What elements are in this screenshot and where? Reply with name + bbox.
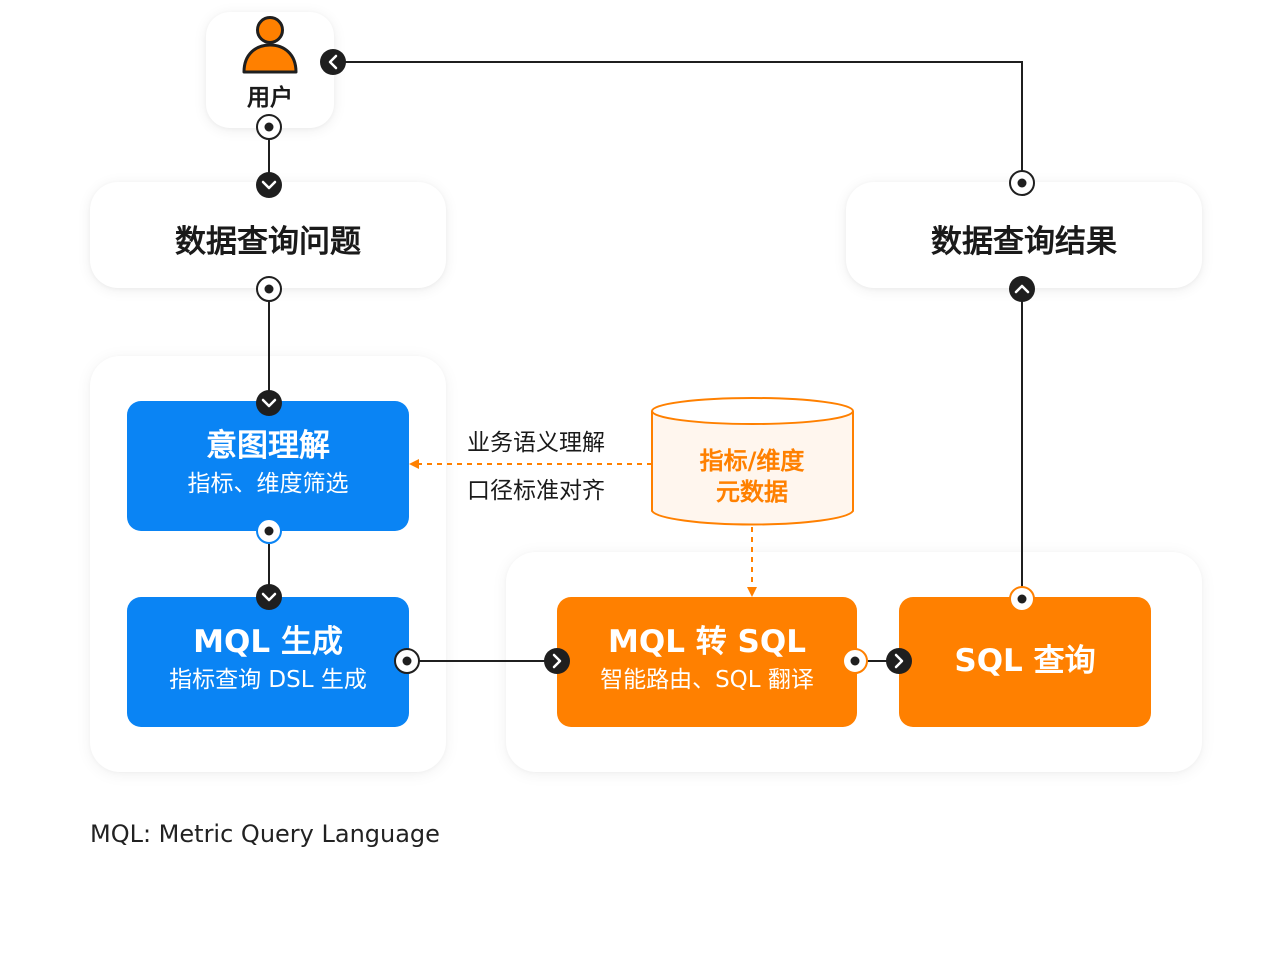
question-node-label: 数据查询问题: [175, 224, 361, 260]
mql-to-sql-title: MQL 转 SQL: [608, 624, 806, 660]
question-node: 数据查询问题: [90, 182, 446, 288]
metadata-db-line2: 元数据: [716, 478, 788, 506]
mql-subtitle: 指标查询 DSL 生成: [169, 667, 367, 693]
connector-result-to-user: [333, 61, 1023, 183]
intent-subtitle: 指标、维度筛选: [187, 471, 349, 497]
mql-to-sql-box: MQL 转 SQL 智能路由、SQL 翻译: [557, 597, 857, 727]
mql-to-sql-subtitle: 智能路由、SQL 翻译: [600, 667, 814, 693]
result-node: 数据查询结果: [846, 182, 1202, 288]
intent-title: 意图理解: [206, 428, 330, 464]
metadata-database-icon: [651, 397, 854, 526]
result-node-label: 数据查询结果: [931, 224, 1117, 260]
user-card: 用户: [206, 12, 334, 128]
metric-alignment-label: 口径标准对齐: [467, 478, 605, 504]
mql-title: MQL 生成: [193, 624, 343, 660]
sql-query-title: SQL 查询: [954, 643, 1096, 679]
user-icon: [242, 16, 298, 74]
semantic-understanding-label: 业务语义理解: [467, 430, 605, 456]
mql-generation-box: MQL 生成 指标查询 DSL 生成: [127, 597, 409, 727]
metadata-db-line1: 指标/维度: [700, 447, 806, 475]
user-label: 用户: [247, 85, 293, 111]
intent-understanding-box: 意图理解 指标、维度筛选: [127, 401, 409, 531]
footnote: MQL: Metric Query Language: [90, 820, 440, 848]
sql-query-box: SQL 查询: [899, 597, 1151, 727]
